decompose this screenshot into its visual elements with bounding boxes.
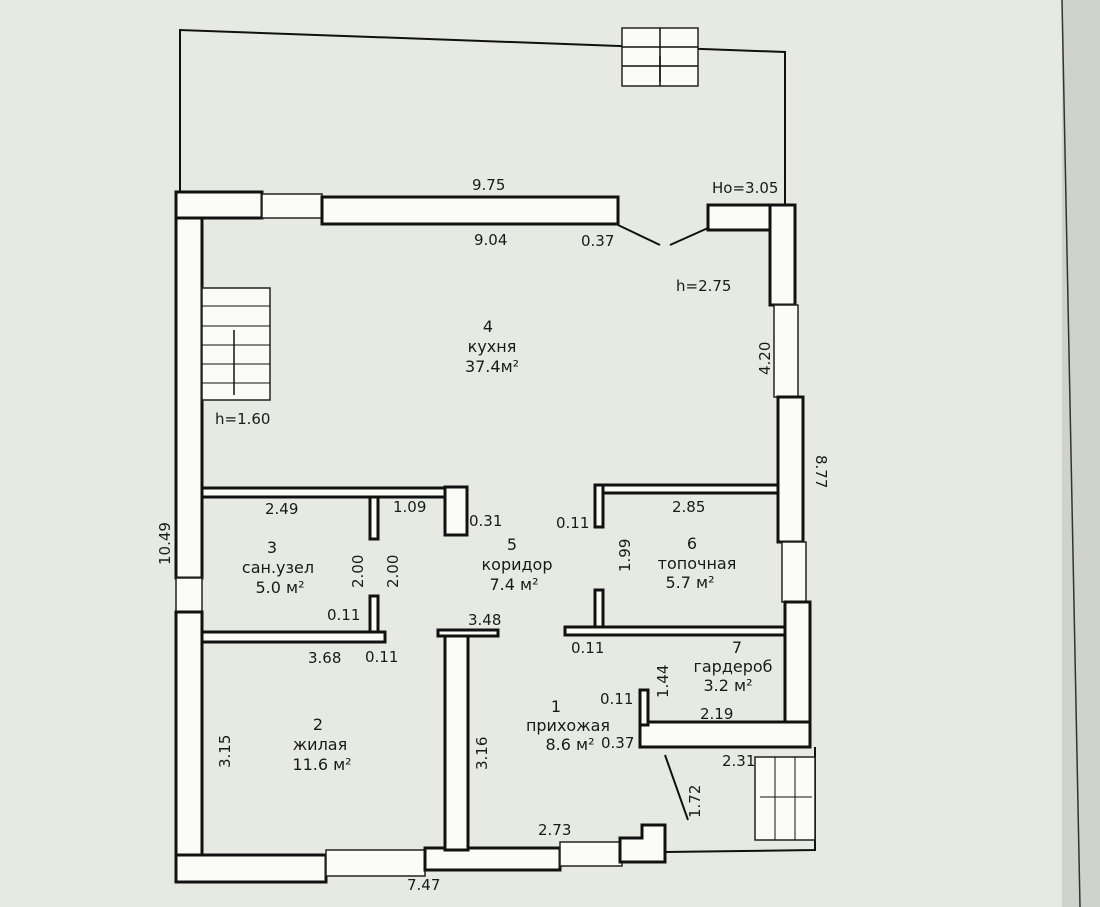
svg-text:кухня: кухня [468, 337, 517, 356]
ceiling-outer: Ho=3.05 [712, 179, 778, 197]
svg-text:1: 1 [551, 697, 561, 716]
room-4-kitchen: 4 кухня 37.4м² [465, 317, 519, 376]
room-3-bathroom: 3 сан.узел 5.0 м² [242, 538, 314, 597]
dim: 0.11 [327, 606, 360, 624]
dim-left-total: 10.49 [156, 522, 174, 565]
dim: 0.11 [365, 648, 398, 666]
dim: 2.19 [700, 705, 733, 723]
svg-text:7: 7 [732, 638, 742, 657]
dim: 2.00 [384, 555, 402, 588]
svg-text:11.6 м²: 11.6 м² [292, 755, 351, 774]
paper-edge [1062, 0, 1100, 907]
svg-text:5: 5 [507, 535, 517, 554]
terrace-stairs-icon [621, 27, 699, 87]
dim-right-upper: 4.20 [756, 342, 774, 375]
svg-text:4: 4 [483, 317, 493, 336]
svg-text:8.6 м²: 8.6 м² [545, 735, 594, 754]
dimension-labels: 9.75 9.04 0.37 Ho=3.05 h=2.75 4.20 8.77 … [156, 176, 830, 894]
dim: 1.72 [686, 785, 704, 818]
svg-text:коридор: коридор [481, 555, 552, 574]
dim: 3.48 [468, 611, 501, 629]
svg-text:прихожая: прихожая [526, 716, 610, 735]
room-2-living: 2 жилая 11.6 м² [292, 715, 351, 774]
entrance-stairs-icon [664, 747, 816, 853]
svg-text:37.4м²: 37.4м² [465, 357, 519, 376]
dim: 2.85 [672, 498, 705, 516]
walls [174, 190, 812, 884]
dim-right-total: 8.77 [812, 455, 830, 488]
dim: 1.44 [654, 665, 672, 698]
dim: 0.11 [556, 514, 589, 532]
dim-wall-top: 0.37 [581, 232, 614, 250]
svg-text:5.7 м²: 5.7 м² [665, 573, 714, 592]
room-5-corridor: 5 коридор 7.4 м² [481, 535, 552, 594]
svg-text:сан.узел: сан.узел [242, 558, 314, 577]
terrace-outline [179, 28, 786, 205]
dim: 3.16 [473, 737, 491, 770]
dim: 2.00 [349, 555, 367, 588]
svg-text:3: 3 [267, 538, 277, 557]
svg-text:3.2 м²: 3.2 м² [703, 676, 752, 695]
dim-bottom-total: 7.47 [407, 876, 440, 894]
dim: 3.68 [308, 649, 341, 667]
dim: 1.99 [616, 539, 634, 572]
stair-height: h=1.60 [215, 410, 270, 428]
room-7-wardrobe: 7 гардероб 3.2 м² [693, 638, 772, 695]
room-1-hallway: 1 прихожая 8.6 м² [526, 697, 610, 754]
interior-stairs-icon [201, 287, 271, 401]
dim: 1.09 [393, 498, 426, 516]
dim: 0.11 [571, 639, 604, 657]
dim-top-inner: 9.04 [474, 231, 507, 249]
ceiling-inner: h=2.75 [676, 277, 731, 295]
dim: 0.31 [469, 512, 502, 530]
dim: 2.49 [265, 500, 298, 518]
svg-text:6: 6 [687, 534, 697, 553]
dim: 0.11 [600, 690, 633, 708]
dim: 2.31 [722, 752, 755, 770]
svg-text:гардероб: гардероб [693, 657, 772, 676]
svg-text:5.0 м²: 5.0 м² [255, 578, 304, 597]
svg-text:топочная: топочная [658, 554, 737, 573]
dim: 2.73 [538, 821, 571, 839]
dim: 0.37 [601, 734, 634, 752]
svg-text:жилая: жилая [293, 735, 347, 754]
svg-text:7.4 м²: 7.4 м² [489, 575, 538, 594]
dim-top-total: 9.75 [472, 176, 505, 194]
room-6-boiler: 6 топочная 5.7 м² [658, 534, 737, 592]
dim: 3.15 [216, 735, 234, 768]
svg-text:2: 2 [313, 715, 323, 734]
